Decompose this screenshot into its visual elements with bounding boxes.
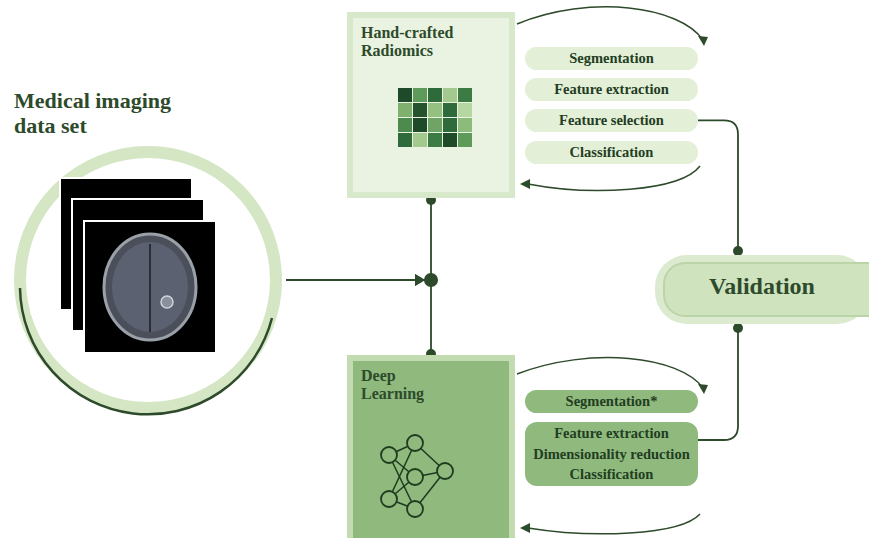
step-label: Segmentation* [531,393,692,410]
connector-dot [733,323,743,333]
validation-label: Validation [655,255,869,318]
connector [698,120,743,256]
connector [698,323,743,440]
dataset-heading: Medical imaging data set [14,88,214,139]
method-title: Hand-crafted Radiomics [361,24,481,61]
step-pill: Feature selection [525,109,698,132]
junction-dot [424,273,438,287]
step-label: Classification [531,466,692,483]
step-pill: Feature extraction [525,78,698,101]
method-box: Hand-crafted Radiomics [347,12,515,198]
arrow-head [520,523,530,533]
connector [286,274,436,359]
arrow-head [698,36,708,46]
cycle-arc [517,7,703,40]
arrow-head [698,384,708,394]
step-label: Segmentation [531,50,692,67]
cycle-arc [528,166,700,190]
step-pill: Segmentation* [525,390,698,413]
arrow-head [415,274,425,286]
method-title: Deep Learning [361,367,441,404]
connector-line [286,280,431,354]
connector-line [698,328,738,440]
method-box: Deep Learning [347,355,515,538]
step-label: Feature extraction [531,81,692,98]
dataset-group: Medical imaging data set [14,88,286,420]
connector-line [698,120,738,251]
step-label: Feature selection [531,112,692,129]
step-pill: Feature extractionDimensionality reducti… [525,422,698,486]
connector [286,195,436,286]
step-label: Dimensionality reduction [531,446,692,463]
step-pill: Classification [525,141,698,164]
arrow-head [415,274,425,286]
validation-pill: Validation [655,255,869,324]
cycle-arc [517,358,703,388]
step-label: Classification [531,144,692,161]
arrow-head [520,179,530,189]
cycle-arc [528,514,700,534]
step-pill: Segmentation [525,47,698,70]
neural-net-icon [375,433,461,523]
radiomics-grid-icon [398,88,474,150]
connector-line [286,200,431,280]
step-label: Feature extraction [531,425,692,442]
